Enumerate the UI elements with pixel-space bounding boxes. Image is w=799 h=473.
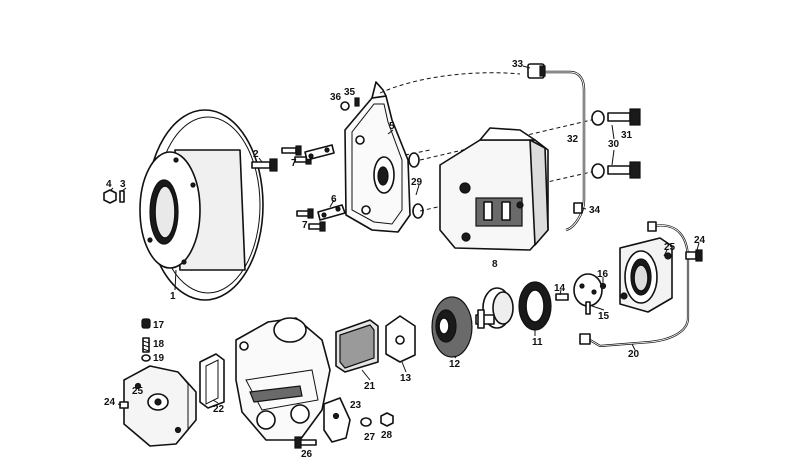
splash-shield: [344, 81, 411, 233]
callout-27: 27: [364, 432, 376, 443]
bleeder-screw-assembly: [141, 318, 151, 362]
callout-20: 20: [628, 349, 640, 360]
retaining-bracket-23: [323, 397, 351, 443]
callout-28: 28: [381, 430, 393, 441]
callout-4: 4: [106, 179, 112, 190]
callout-14: 14: [554, 283, 566, 294]
caliper-housing-right: [579, 221, 703, 348]
callout-6: 6: [331, 194, 337, 205]
callout-35: 35: [344, 87, 356, 98]
callout-24-right: 24: [694, 235, 706, 246]
callout-5: 5: [389, 121, 395, 132]
brake-pipe-upper: [527, 63, 586, 232]
disc-bolt: [251, 158, 278, 172]
seal-ring: [518, 281, 552, 331]
shield-bolts-lower: [296, 204, 346, 232]
caliper-housing-left: [119, 365, 197, 447]
callout-11: 11: [532, 337, 543, 348]
callout-29: 29: [411, 177, 423, 188]
brake-caliper: [439, 127, 549, 251]
callout-17: 17: [153, 320, 165, 331]
callout-32: 32: [567, 134, 579, 145]
callout-25-left: 25: [132, 386, 144, 397]
callout-22: 22: [213, 404, 225, 415]
nut-28: [380, 412, 394, 427]
callout-36: 36: [330, 92, 342, 103]
callout-26: 26: [301, 449, 313, 460]
disc-nut-washer: [103, 189, 125, 204]
callout-18: 18: [153, 339, 165, 350]
piston-retainer: [385, 315, 416, 363]
callout-25-right: 25: [664, 242, 676, 253]
callout-12: 12: [449, 359, 461, 370]
callout-15: 15: [598, 311, 610, 322]
callout-21: 21: [364, 381, 376, 392]
callout-31: 31: [621, 130, 633, 141]
washer-27: [360, 417, 372, 427]
caliper-mounting-bolts: [591, 108, 641, 179]
piston-pin-and-disc: [555, 273, 607, 315]
callout-34: 34: [589, 205, 601, 216]
brake-pad: [335, 319, 379, 373]
leader-lines: [109, 65, 700, 406]
callout-2: 2: [253, 149, 259, 160]
callout-13: 13: [400, 373, 412, 384]
callout-23: 23: [350, 400, 362, 411]
callout-1: 1: [170, 291, 176, 302]
callout-24-left: 24: [104, 397, 116, 408]
callout-7-lower: 7: [302, 220, 308, 231]
dust-boot: [431, 296, 473, 358]
callout-30: 30: [608, 139, 620, 150]
shield-bolts-upper: [281, 144, 335, 165]
callout-33: 33: [512, 59, 524, 70]
bracket-bolt-26: [294, 436, 317, 449]
brake-disc: [139, 109, 264, 301]
callout-7-upper: 7: [291, 158, 297, 169]
caliper-carrier-bracket: [235, 317, 331, 441]
caliper-piston: [475, 287, 514, 329]
anti-rattle-spring: [199, 353, 225, 409]
callout-8: 8: [492, 259, 498, 270]
callout-19: 19: [153, 353, 165, 364]
callout-16: 16: [597, 269, 609, 280]
bleed-screw-small-parts: [340, 97, 360, 111]
callout-3: 3: [120, 179, 126, 190]
